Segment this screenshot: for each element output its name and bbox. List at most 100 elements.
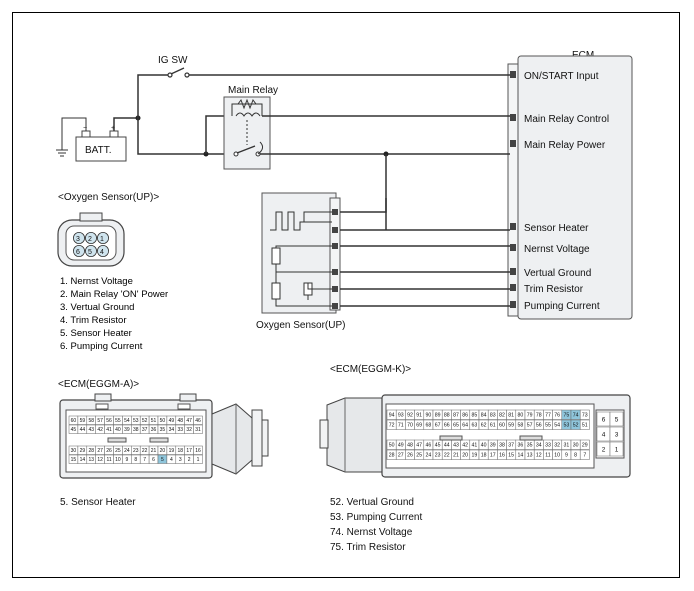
ground-icon — [56, 149, 68, 157]
ecm-pin-main-relay-control: Main Relay Control — [524, 114, 609, 125]
connector-pin — [193, 454, 203, 464]
main-relay-label: Main Relay — [228, 85, 278, 96]
connector-pin-number: 76 — [554, 413, 560, 419]
connector-pin-number: 3 — [179, 457, 182, 463]
connector-pin-number: 39 — [490, 443, 496, 449]
connector-pin-number: 23 — [435, 453, 441, 459]
ecm-k-legend: 52. Vertual Ground 53. Pumping Current 7… — [330, 497, 422, 553]
connector-pin-number: 11 — [545, 453, 550, 459]
ecm-a-title: <ECM(EGGM-A)> — [58, 379, 139, 390]
connector-pin — [193, 445, 203, 455]
connector-pin-number: 8 — [134, 457, 137, 463]
ecm-pin-on-start: ON/START Input — [524, 71, 599, 82]
connector-pin-number: 79 — [527, 413, 533, 419]
connector-pin-number: 31 — [195, 427, 201, 433]
connector-pin — [579, 439, 590, 450]
connector-pin-number: 75 — [564, 413, 570, 419]
connector-pin-number: 31 — [564, 443, 570, 449]
battery — [75, 136, 127, 162]
legend-item: 5. Sensor Heater — [60, 328, 132, 339]
connector-pin-number: 51 — [582, 423, 588, 429]
legend-item: 1. Nernst Voltage — [60, 276, 133, 287]
connector-pin — [579, 449, 590, 460]
connector-pin-number: 7 — [143, 457, 146, 463]
connector-pin-number: 41 — [472, 443, 478, 449]
svg-text:4: 4 — [100, 249, 104, 256]
connector-pin-number: 32 — [554, 443, 560, 449]
connector-pin-number: 28 — [389, 453, 395, 459]
connector-pin-number: 2 — [188, 457, 191, 463]
connector-pin-number: 4 — [170, 457, 173, 463]
connector-pin-number: 33 — [177, 427, 183, 433]
connector-pin-number: 55 — [115, 418, 121, 424]
legend-item: 6. Pumping Current — [60, 341, 143, 352]
connector-pin-number: 37 — [142, 427, 148, 433]
ecm-connector — [507, 63, 519, 317]
connector-pin-number: 52 — [573, 423, 579, 429]
oxygen-connector: 3 2 1 6 5 4 — [57, 212, 125, 267]
svg-text:6: 6 — [76, 249, 80, 256]
connector-pin-number: 77 — [545, 413, 551, 419]
connector-pin-number: 54 — [124, 418, 130, 424]
connector-pin-number: 10 — [115, 457, 121, 463]
connector-pin-number: 22 — [142, 448, 148, 454]
connector-pin-number: 55 — [545, 423, 551, 429]
connector-pin-number: 60 — [499, 423, 505, 429]
connector-pin-number: 53 — [133, 418, 139, 424]
connector-pin-number: 28 — [88, 448, 94, 454]
connector-pin-number: 81 — [508, 413, 514, 419]
connector-pin-number: 85 — [472, 413, 478, 419]
connector-pin-number: 27 — [97, 448, 103, 454]
connector-pin-number: 14 — [80, 457, 86, 463]
connector-pin-number: 84 — [481, 413, 487, 419]
connector-pin-number: 92 — [407, 413, 413, 419]
connector-pin-number: 6 — [602, 416, 606, 423]
connector-pin-number: 69 — [416, 423, 422, 429]
connector-pin-number: 15 — [508, 453, 514, 459]
connector-pin-number: 24 — [124, 448, 130, 454]
connector-pin-number: 5 — [615, 416, 619, 423]
connector-pin-number: 26 — [407, 453, 413, 459]
connector-pin-number: 13 — [88, 457, 94, 463]
connector-pin-number: 2 — [602, 446, 606, 453]
svg-text:3: 3 — [76, 236, 80, 243]
connector-pin-number: 26 — [106, 448, 112, 454]
connector-pin-number: 24 — [426, 453, 432, 459]
connector-pin-number: 60 — [71, 418, 77, 424]
connector-pin-number: 91 — [416, 413, 422, 419]
connector-pin-number: 94 — [389, 413, 395, 419]
connector-pin-number: 7 — [583, 453, 586, 459]
connector-pin-number: 74 — [573, 413, 579, 419]
connector-pin-number: 58 — [88, 418, 94, 424]
connector-pin-number: 19 — [472, 453, 478, 459]
figure-frame — [12, 12, 680, 578]
connector-pin-number: 87 — [453, 413, 459, 419]
connector-pin-number: 58 — [518, 423, 524, 429]
ecm-k-legend-2: 74. Nernst Voltage — [330, 527, 413, 538]
connector-pin-number: 20 — [160, 448, 166, 454]
svg-text:2: 2 — [88, 236, 92, 243]
connector-pin-number: 63 — [472, 423, 478, 429]
connector-pin-number: 16 — [195, 448, 201, 454]
connector-pin-number: 34 — [536, 443, 542, 449]
connector-pin — [609, 441, 624, 457]
connector-pin-number: 62 — [481, 423, 487, 429]
connector-pin-number: 25 — [416, 453, 422, 459]
ecm-k-legend-3: 75. Trim Resistor — [330, 542, 406, 553]
svg-text:+: + — [111, 125, 115, 132]
connector-pin-number: 57 — [97, 418, 103, 424]
connector-pin-number: 14 — [518, 453, 524, 459]
connector-pin-number: 59 — [508, 423, 514, 429]
connector-pin-number: 27 — [398, 453, 404, 459]
svg-text:1: 1 — [100, 236, 104, 243]
connector-pin-number: 38 — [499, 443, 505, 449]
connector-pin-number: 11 — [106, 457, 111, 463]
connector-pin-number: 12 — [97, 457, 103, 463]
connector-pin-number: 65 — [453, 423, 459, 429]
connector-pin-number: 90 — [426, 413, 432, 419]
connector-pin-number: 32 — [186, 427, 192, 433]
legend-item: 3. Vertual Ground — [60, 302, 135, 313]
connector-pin-number: 36 — [518, 443, 524, 449]
ecm-pin-main-relay-power: Main Relay Power — [524, 140, 606, 151]
